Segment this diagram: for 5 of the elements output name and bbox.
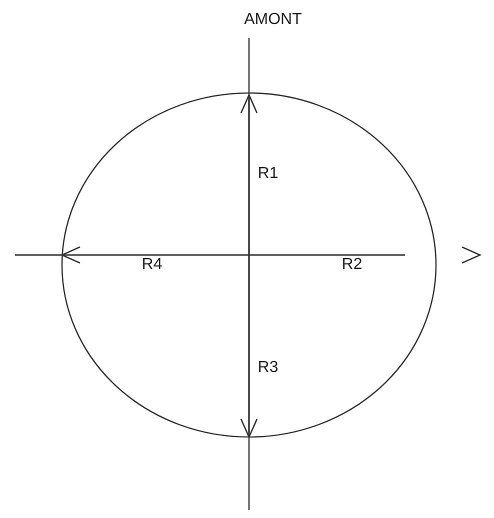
- direction-label: AMONT: [244, 12, 302, 28]
- radius-label: R1: [258, 166, 278, 182]
- radius-label: R3: [258, 360, 278, 376]
- radius-label: R2: [342, 257, 362, 273]
- radius-label: R4: [142, 257, 162, 273]
